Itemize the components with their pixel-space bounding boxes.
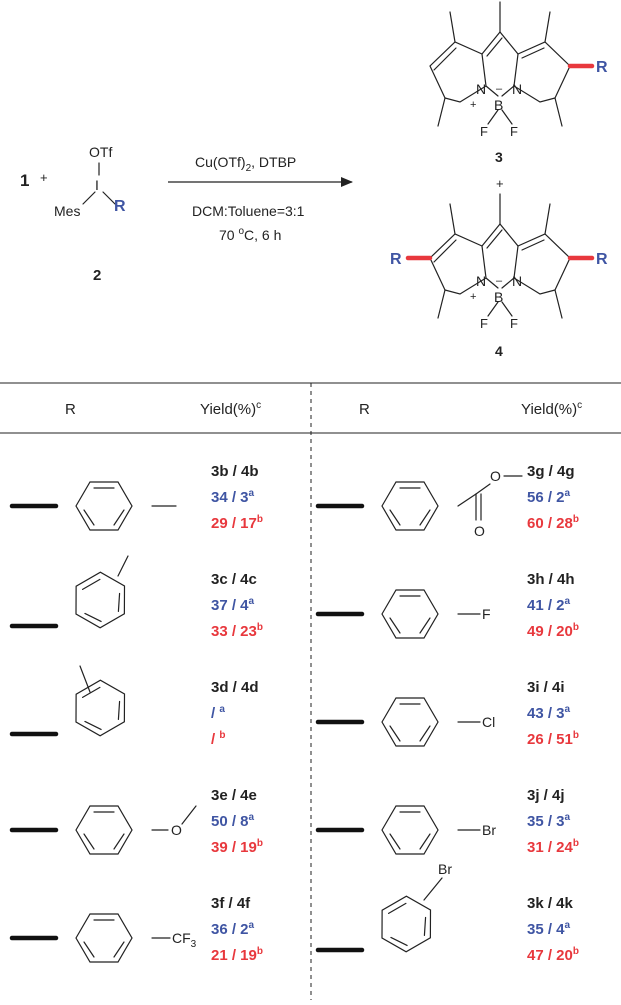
yield-condition-a: 35 / 3a bbox=[527, 812, 571, 830]
yield-condition-a: 41 / 2a bbox=[527, 596, 571, 614]
substituent-structure-right-3: Br bbox=[315, 805, 496, 855]
table-row: Br 3j / 4j 35 / 3a 31 / 24b bbox=[315, 787, 579, 856]
substituent-structure-right-2: Cl bbox=[315, 697, 495, 747]
cf3-label: CF3 bbox=[172, 930, 197, 950]
table-row: 3c / 4c 37 / 4a 33 / 23b bbox=[9, 555, 263, 640]
svg-text:N: N bbox=[512, 81, 522, 97]
svg-text:–: – bbox=[496, 83, 503, 95]
conditions-line-1: Cu(OTf)2, DTBP bbox=[195, 154, 296, 174]
svg-text:+: + bbox=[470, 291, 476, 303]
compound-label: 3h / 4h bbox=[527, 571, 575, 588]
yield-condition-b: 33 / 23b bbox=[211, 622, 263, 640]
table-row: 3b / 4b 34 / 3a 29 / 17b bbox=[9, 463, 263, 532]
svg-text:N: N bbox=[476, 81, 486, 97]
yield-condition-b: 47 / 20b bbox=[527, 946, 579, 964]
svg-text:F: F bbox=[510, 316, 518, 331]
yield-condition-b: 39 / 19b bbox=[211, 838, 263, 856]
reactant-1-label: 1 bbox=[20, 171, 29, 190]
conditions-line-2: DCM:Toluene=3:1 bbox=[192, 203, 305, 219]
plus-sign: + bbox=[40, 170, 48, 185]
yield-condition-a: / a bbox=[211, 704, 225, 722]
svg-text:F: F bbox=[480, 124, 488, 139]
fluoro-label: F bbox=[482, 606, 491, 622]
reagent-2-structure: OTf I Mes R 2 bbox=[54, 144, 126, 284]
svg-text:B: B bbox=[494, 97, 503, 113]
substituent-structure-left-0 bbox=[9, 481, 177, 531]
product-3-structure: R N N + – B F F 3 bbox=[429, 1, 608, 165]
otf-label: OTf bbox=[89, 144, 112, 160]
compound-label: 3i / 4i bbox=[527, 679, 565, 696]
header-yield-right: Yield(%)c bbox=[521, 400, 582, 418]
table-row: F 3h / 4h 41 / 2a 49 / 20b bbox=[315, 571, 579, 640]
yield-condition-a: 34 / 3a bbox=[211, 488, 255, 506]
ester-oxygen-label: O bbox=[490, 468, 501, 484]
chloro-label: Cl bbox=[482, 714, 495, 730]
methoxy-oxygen-label: O bbox=[171, 822, 182, 838]
yield-condition-b: 21 / 19b bbox=[211, 946, 263, 964]
substituent-structure-right-1: F bbox=[315, 589, 491, 639]
compound-label: 3b / 4b bbox=[211, 463, 259, 480]
bromo-label: Br bbox=[482, 822, 496, 838]
compound-label: 3k / 4k bbox=[527, 895, 574, 912]
compound-label: 3d / 4d bbox=[211, 679, 259, 696]
header-r-left: R bbox=[65, 401, 76, 418]
header-yield-left: Yield(%)c bbox=[200, 400, 261, 418]
substituent-structure-left-2 bbox=[9, 665, 138, 744]
substituent-structure-right-0: OO bbox=[315, 468, 523, 539]
mes-label: Mes bbox=[54, 203, 80, 219]
compound-label: 3g / 4g bbox=[527, 463, 575, 480]
product-3-r-label: R bbox=[596, 59, 608, 76]
yield-condition-b: 26 / 51b bbox=[527, 730, 579, 748]
bromo-label: Br bbox=[438, 861, 452, 877]
product-4-label: 4 bbox=[495, 343, 503, 359]
substituent-structure-right-4: Br bbox=[315, 861, 452, 960]
r-group-label: R bbox=[114, 198, 126, 215]
yield-condition-b: 31 / 24b bbox=[527, 838, 579, 856]
yield-condition-b: 49 / 20b bbox=[527, 622, 579, 640]
yield-condition-b: 29 / 17b bbox=[211, 514, 263, 532]
compound-label: 3e / 4e bbox=[211, 787, 257, 804]
compound-label: 3j / 4j bbox=[527, 787, 565, 804]
yield-condition-a: 35 / 4a bbox=[527, 920, 571, 938]
conditions-line-3: 70 oC, 6 h bbox=[219, 226, 281, 243]
yield-condition-a: 56 / 2a bbox=[527, 488, 571, 506]
table-left-column: 3b / 4b 34 / 3a 29 / 17b 3c / 4c 37 / 4a 33 /… bbox=[9, 463, 263, 964]
yield-condition-b: / b bbox=[211, 730, 225, 748]
substituent-structure-left-3: O bbox=[9, 805, 197, 855]
product-4-r-right-label: R bbox=[596, 251, 608, 268]
yield-condition-a: 36 / 2a bbox=[211, 920, 255, 938]
carbonyl-oxygen-label: O bbox=[474, 523, 485, 539]
yield-condition-b: 60 / 28b bbox=[527, 514, 579, 532]
svg-text:–: – bbox=[496, 275, 503, 287]
table-row: 3d / 4d / a / b bbox=[9, 665, 259, 748]
iodine-label: I bbox=[95, 177, 99, 193]
product-4-structure: R R N N + – B F F 4 bbox=[390, 193, 608, 359]
substituent-structure-left-4: CF3 bbox=[9, 913, 197, 963]
table-row: Br 3k / 4k 35 / 4a 47 / 20b bbox=[315, 861, 579, 964]
yield-condition-a: 37 / 4a bbox=[211, 596, 255, 614]
reagent-2-label: 2 bbox=[93, 267, 101, 284]
svg-text:N: N bbox=[512, 273, 522, 289]
svg-text:B: B bbox=[494, 289, 503, 305]
products-plus: + bbox=[496, 176, 504, 191]
table-row: O 3e / 4e 50 / 8a 39 / 19b bbox=[9, 787, 263, 856]
yield-condition-a: 50 / 8a bbox=[211, 812, 255, 830]
table-row: CF3 3f / 4f 36 / 2a 21 / 19b bbox=[9, 895, 263, 964]
substituent-structure-left-1 bbox=[9, 555, 138, 636]
table-row: Cl 3i / 4i 43 / 3a 26 / 51b bbox=[315, 679, 579, 748]
compound-label: 3c / 4c bbox=[211, 571, 257, 588]
yield-condition-a: 43 / 3a bbox=[527, 704, 571, 722]
svg-text:F: F bbox=[510, 124, 518, 139]
svg-text:N: N bbox=[476, 273, 486, 289]
product-3-label: 3 bbox=[495, 149, 503, 165]
compound-label: 3f / 4f bbox=[211, 895, 251, 912]
header-r-right: R bbox=[359, 401, 370, 418]
svg-text:+: + bbox=[470, 99, 476, 111]
product-4-r-left-label: R bbox=[390, 251, 402, 268]
svg-text:F: F bbox=[480, 316, 488, 331]
